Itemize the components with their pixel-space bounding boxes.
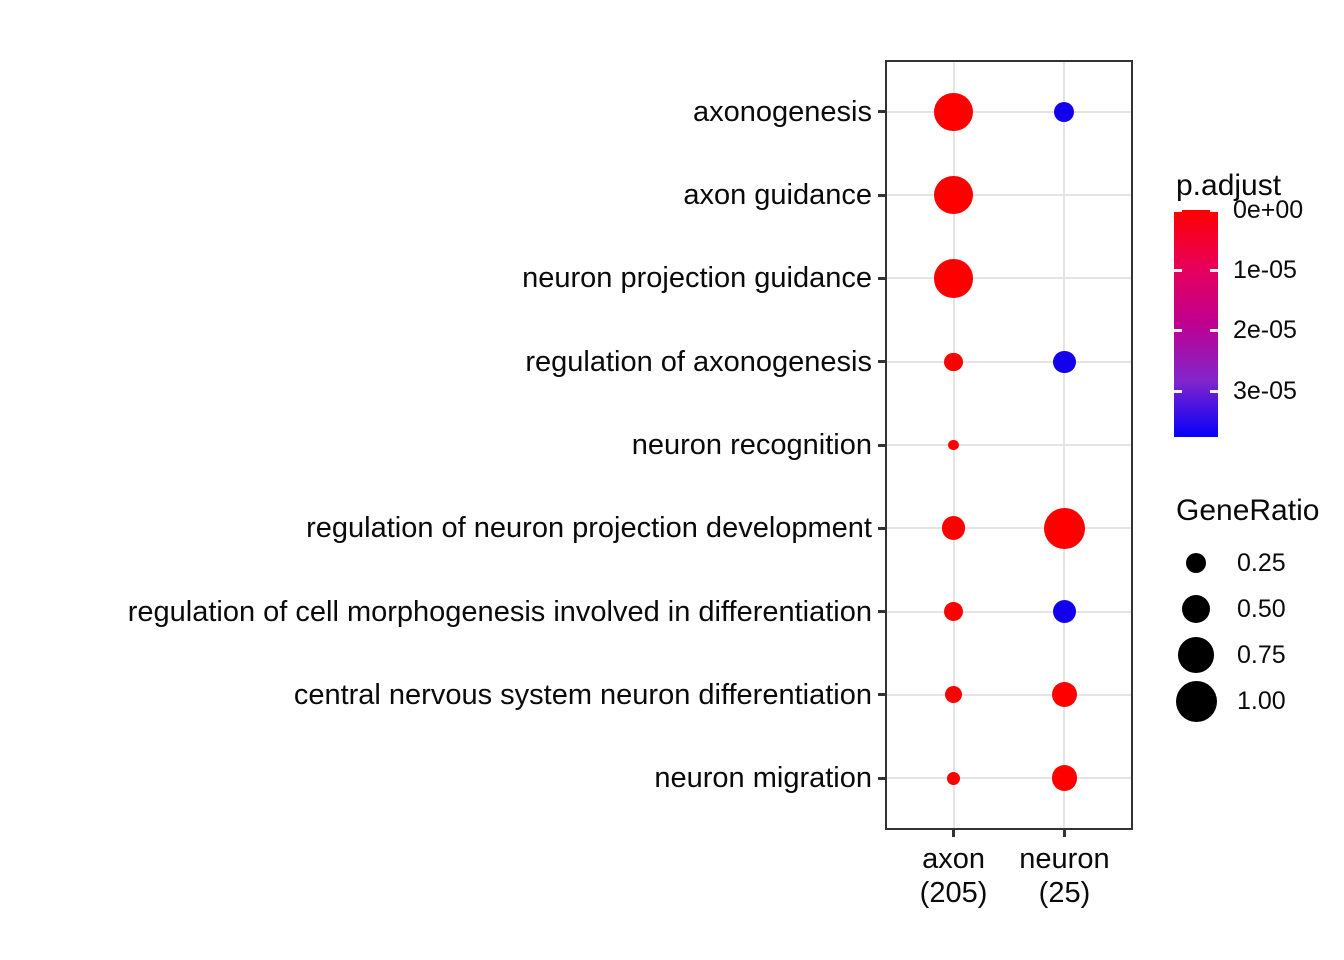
y-axis-label: regulation of neuron projection developm… <box>306 512 872 545</box>
colorbar-tick <box>1174 209 1182 212</box>
dot <box>934 176 973 215</box>
colorbar-tick-label: 2e-05 <box>1233 316 1297 345</box>
dot <box>1051 682 1078 708</box>
x-axis-label-line: neuron <box>1019 843 1110 875</box>
x-axis-tick <box>952 828 956 837</box>
colorbar-tick <box>1174 269 1182 273</box>
h-gridline <box>887 194 1131 197</box>
colorbar-tick <box>1210 329 1218 333</box>
h-gridline <box>887 110 1131 113</box>
y-axis-tick <box>878 776 887 780</box>
panel-border <box>885 60 1133 830</box>
x-axis-tick-label: neuron(25) <box>964 842 1164 910</box>
colorbar-tick <box>1210 269 1218 273</box>
dot <box>934 92 973 132</box>
dot <box>1052 599 1077 624</box>
y-axis-label: neuron recognition <box>631 429 872 461</box>
y-axis-tick <box>878 276 887 280</box>
dot <box>948 439 959 451</box>
legend-generatio-title: GeneRatio <box>1176 494 1320 527</box>
y-axis-label: axon guidance <box>683 179 872 212</box>
dot <box>943 601 964 622</box>
colorbar-tick-label: 1e-05 <box>1233 256 1297 285</box>
h-gridline <box>887 277 1131 280</box>
h-gridline <box>887 610 1131 613</box>
colorbar-tick <box>1210 389 1218 393</box>
y-axis-label: axonogenesis <box>693 95 872 128</box>
dot <box>947 771 961 785</box>
y-axis-label: regulation of cell morphogenesis involve… <box>127 595 872 628</box>
y-axis-label: neuron migration <box>654 762 872 795</box>
dot <box>944 352 963 371</box>
dot <box>941 516 966 541</box>
legend-size-dot <box>1181 594 1211 624</box>
y-axis-label: neuron projection guidance <box>522 262 872 295</box>
legend-padjust-title: p.adjust <box>1176 169 1282 202</box>
legend-size-label: 0.25 <box>1237 549 1286 577</box>
colorbar-tick <box>1210 209 1218 212</box>
colorbar-tick-label: 0e+00 <box>1233 196 1304 224</box>
padjust-colorbar <box>1174 210 1218 437</box>
y-axis-tick <box>878 110 887 114</box>
legend-size-dot <box>1178 637 1214 673</box>
dot <box>934 259 973 298</box>
x-axis-tick-label: axon(205) <box>854 842 1054 910</box>
legend-size-label: 0.75 <box>1237 641 1286 669</box>
y-axis-tick <box>878 443 887 447</box>
x-axis-label-line: axon <box>922 843 985 875</box>
dot <box>1054 101 1075 122</box>
y-axis-tick <box>878 693 887 697</box>
x-axis-tick <box>1062 828 1066 837</box>
y-axis-label: central nervous system neuron differenti… <box>293 678 872 711</box>
y-axis-label: regulation of axonogenesis <box>525 345 872 378</box>
h-gridline <box>887 527 1131 530</box>
x-axis-sublabel-line: (205) <box>919 877 988 909</box>
dot <box>1053 350 1076 373</box>
h-gridline <box>887 444 1131 446</box>
colorbar-tick <box>1174 329 1182 333</box>
h-gridline <box>887 777 1131 780</box>
y-axis-tick <box>878 610 887 614</box>
legend-size-dot <box>1175 680 1217 722</box>
x-axis-sublabel-line: (25) <box>1038 877 1091 909</box>
legend-size-label: 0.50 <box>1237 595 1286 623</box>
colorbar-tick <box>1174 389 1182 393</box>
legend-size-label: 1.00 <box>1237 687 1286 715</box>
y-axis-tick <box>878 193 887 197</box>
dot <box>944 686 963 704</box>
legend-size-dot <box>1185 552 1207 574</box>
h-gridline <box>887 360 1131 363</box>
colorbar-tick-label: 3e-05 <box>1233 376 1297 405</box>
dot <box>1051 765 1078 791</box>
h-gridline <box>887 693 1131 696</box>
dot <box>1043 507 1085 549</box>
y-axis-tick <box>878 526 887 530</box>
y-axis-tick <box>878 360 887 364</box>
